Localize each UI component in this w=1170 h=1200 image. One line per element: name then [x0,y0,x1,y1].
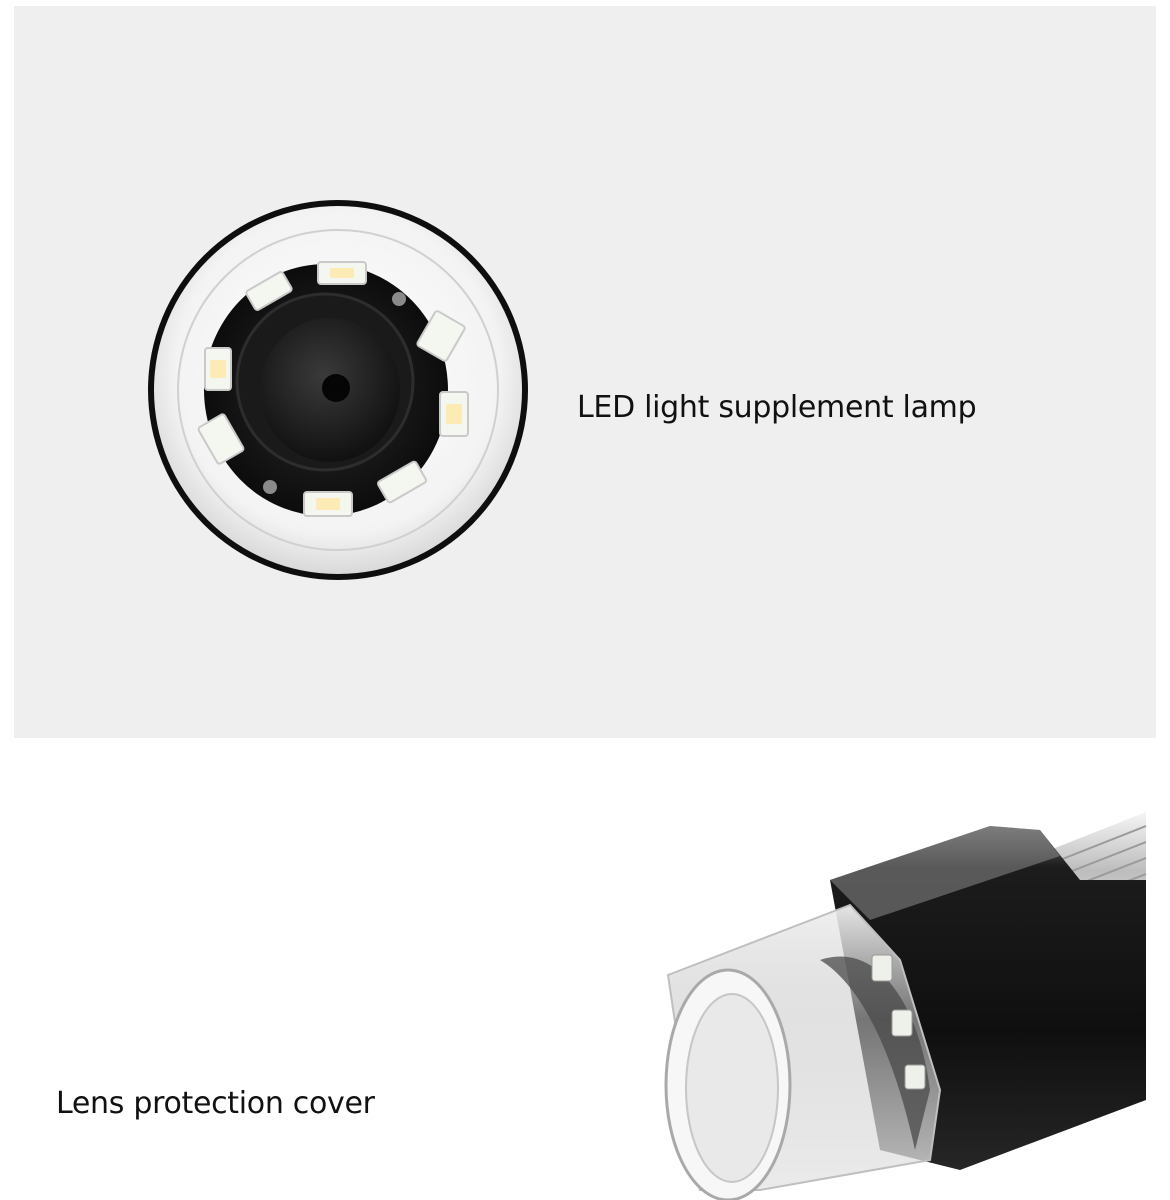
led-light [377,460,427,504]
led-light [871,954,893,982]
led-light [197,413,245,465]
led-light [891,1009,913,1037]
led-lamp-caption: LED light supplement lamp [577,390,977,425]
led-light [416,310,466,362]
screw [263,292,406,494]
screw-icon [263,480,277,494]
lens-protection-cover [664,903,942,1200]
led-light [245,271,293,311]
lens-head [148,200,528,580]
lens-cover-caption: Lens protection cover [56,1086,375,1121]
led-light [904,1064,926,1090]
screw-icon [392,292,406,306]
led-ring [197,261,469,517]
